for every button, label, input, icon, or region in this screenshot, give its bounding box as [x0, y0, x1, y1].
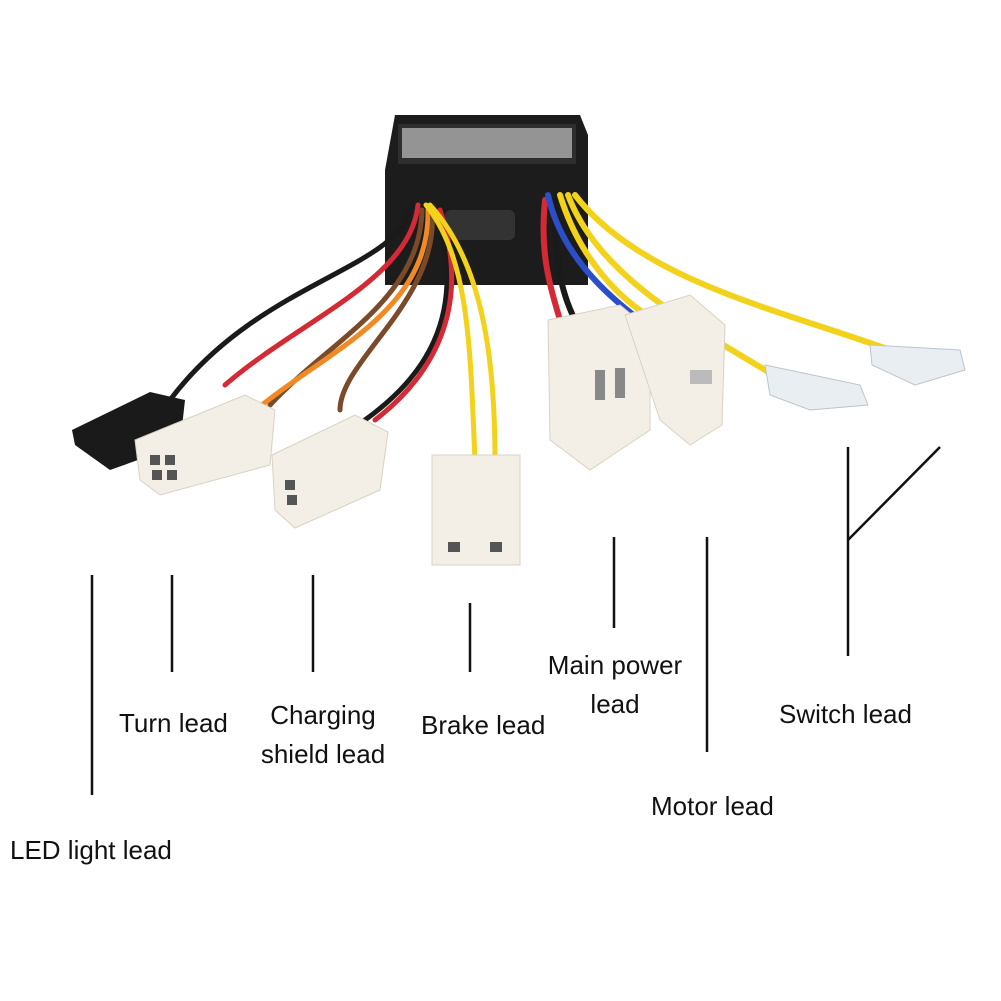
turn-connector — [134, 394, 276, 496]
left-wire-bundle — [167, 202, 498, 463]
spec-label-sticker — [402, 128, 572, 158]
charging-shield-lead-label: Charging shield lead — [250, 696, 396, 774]
switch-lead-label: Switch lead — [779, 699, 912, 729]
main-power-lead-label: Main power lead — [535, 646, 695, 724]
motor-connector — [624, 294, 726, 446]
brake-connector — [431, 454, 521, 566]
controller-box — [385, 115, 588, 285]
motor-lead-label: Motor lead — [651, 791, 774, 821]
main-power-connector — [547, 304, 651, 471]
led-light-lead-label: LED light lead — [10, 835, 172, 865]
right-wire-bundle — [540, 192, 893, 388]
turn-lead-label: Turn lead — [119, 708, 228, 738]
switch-spade-terminals — [764, 344, 966, 411]
brake-lead-label: Brake lead — [421, 710, 546, 740]
leader-lines — [90, 446, 941, 795]
switch-leader-branch — [847, 446, 941, 541]
main-power-label-line2: lead — [590, 689, 640, 719]
charging-label-line1: Charging — [270, 700, 376, 730]
main-power-label-line1: Main power — [547, 650, 683, 680]
charging-label-line2: shield lead — [260, 739, 386, 769]
charging-connector — [271, 414, 389, 529]
